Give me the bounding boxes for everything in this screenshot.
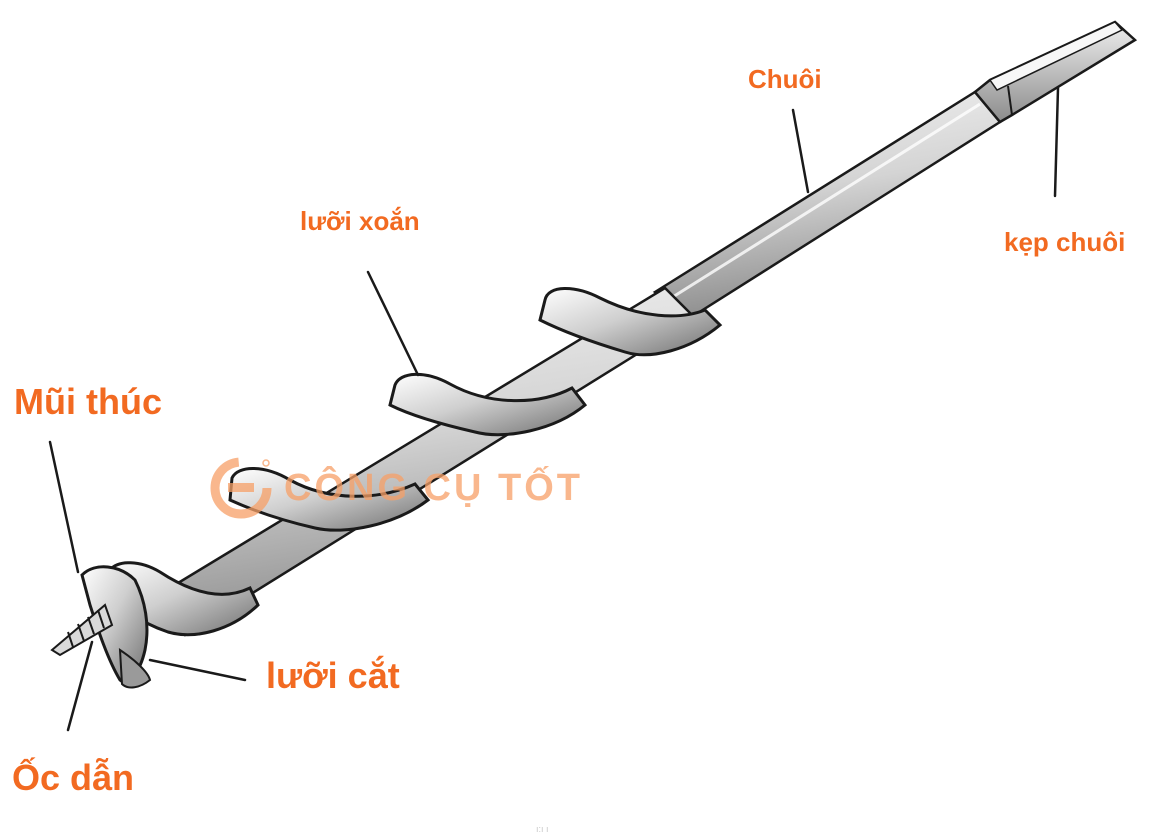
shank xyxy=(652,90,1002,320)
leader-lines xyxy=(48,86,1060,732)
tang xyxy=(973,20,1138,124)
leader-oc-dan xyxy=(66,640,94,732)
watermark-text: CÔNG CỤ TỐT xyxy=(284,466,583,509)
leader-luoi-cat xyxy=(148,658,247,682)
leader-luoi-xoan xyxy=(366,270,420,377)
label-oc-dan: Ốc dẫn xyxy=(12,757,135,798)
watermark: CÔNG CỤ TỐT xyxy=(208,455,583,521)
leader-chuoi xyxy=(791,108,810,194)
label-mui-thuc: Mũi thúc xyxy=(14,381,162,422)
label-chuoi: Chuôi xyxy=(748,64,822,94)
leader-mui-thuc xyxy=(48,440,80,574)
footer-mark: ı:ı ı xyxy=(536,824,549,834)
label-kep-chuoi: kẹp chuôi xyxy=(1004,227,1126,257)
label-luoi-xoan: lưỡi xoắn xyxy=(300,206,420,236)
leader-kep-chuoi xyxy=(1053,86,1060,198)
cutting-head xyxy=(80,565,152,689)
lead-screw xyxy=(50,603,114,657)
gear-logo-icon xyxy=(210,457,272,519)
label-luoi-cat: lưỡi cắt xyxy=(266,655,400,696)
